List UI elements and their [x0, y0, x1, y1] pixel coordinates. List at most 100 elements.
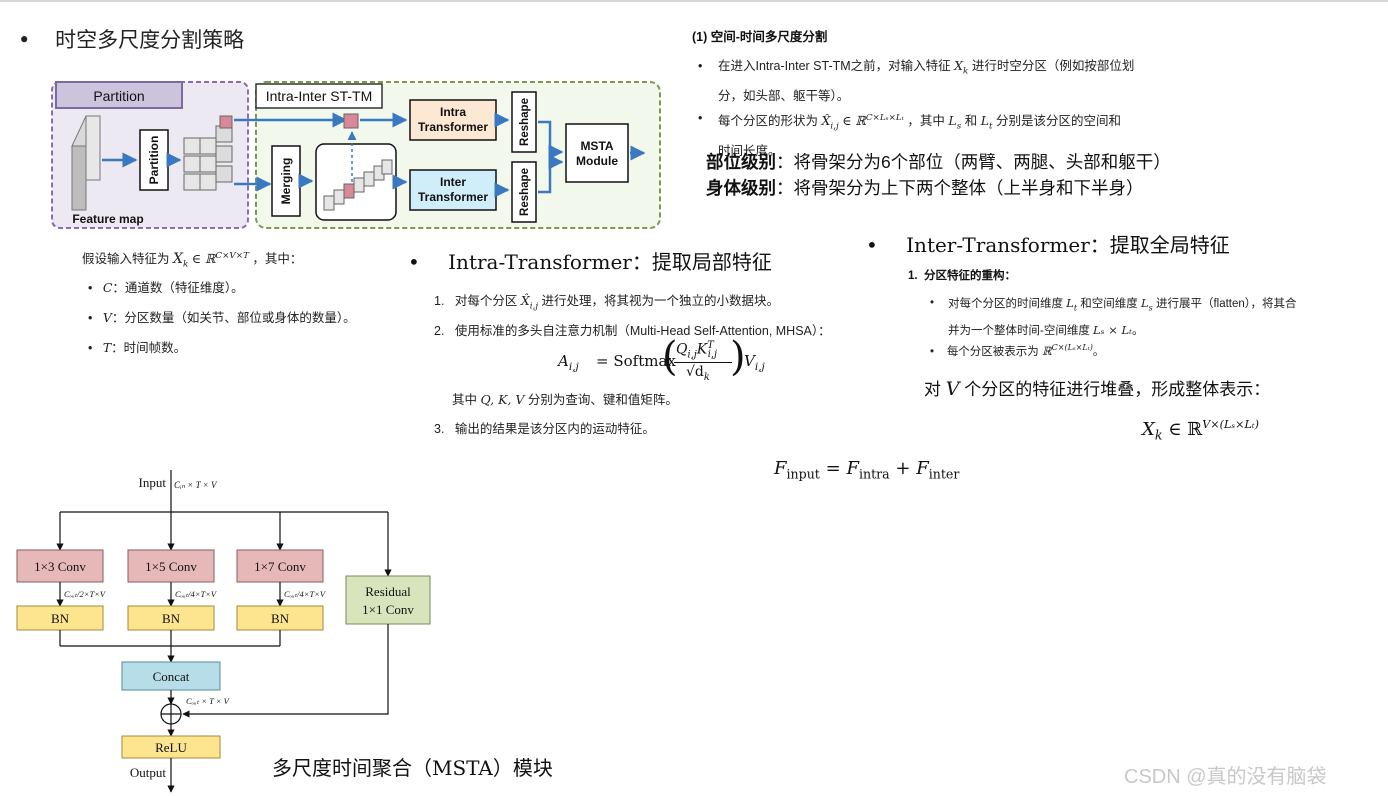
math-in-r: ∈ ℝ: [842, 113, 866, 129]
arrow: [538, 120, 564, 160]
arrow: [538, 154, 564, 194]
math-sub: i,j: [830, 121, 839, 132]
step-number: 1.: [434, 294, 445, 308]
inter-transformer-box: [409, 169, 497, 211]
dimension-list: • C：通道数（特征维度）。 • V：分区数量（如关节、部位或身体的数量）。 •…: [88, 273, 356, 363]
concat-dim: Cₒᵤₜ × T × V: [186, 696, 231, 706]
spatiotemporal-heading: (1) 空间-时间多尺度分割: [692, 30, 828, 44]
formula-softmax: = Softmax: [596, 352, 676, 370]
partition-architecture-diagram: Partition Intra-Inter ST-TM Feature map …: [51, 81, 661, 229]
paren-right: ): [730, 334, 746, 380]
intra-transformer-title: • Intra-Transformer：提取局部特征: [408, 246, 772, 275]
top-right-bullet-2: • 每个分区的形状为 X̂i,j ∈ ℝC×Lₛ×Lₜ ，其中 Ls 和 Lt …: [698, 106, 1198, 163]
math-sub: s: [956, 121, 962, 132]
math-l: L: [948, 113, 957, 129]
math-sub: i,j: [687, 349, 697, 361]
text: 对: [924, 380, 941, 399]
math-symbol: T: [102, 340, 112, 355]
text: 在进入Intra-Inter ST-TM之前，对输入特征: [718, 59, 951, 73]
math-sub: t: [989, 121, 993, 132]
merging-box: [271, 145, 301, 217]
dimension-text: ：时间帧数。: [111, 341, 187, 355]
bn-box-3: [236, 605, 324, 631]
text: 进行处理，将其视为一个独立的小数据块。: [541, 294, 780, 308]
text: 输出的结果是该分区内的运动特征。: [454, 422, 655, 436]
math-eq: =: [825, 458, 841, 479]
level-text: ：将骨架分为6个部位（两臂、两腿、头部和躯干）: [776, 152, 1171, 172]
text: 个分区的特征进行堆叠，形成整体表示：: [964, 380, 1271, 399]
inter-transformer-title: • Inter-Transformer：提取全局特征: [866, 229, 1230, 258]
level-descriptions: 部位级别：将骨架分为6个部位（两臂、两腿、头部和躯干） 身体级别：将骨架分为上下…: [706, 149, 1171, 201]
math-xhat: X̂: [520, 293, 530, 308]
math-qkv: Q, K, V: [480, 392, 525, 407]
partition-box-label: Partition: [147, 136, 161, 185]
fraction-bar: [674, 362, 732, 363]
dimension-item-t: • T：时间帧数。: [88, 333, 356, 363]
math-sup: V×(Lₛ×Lₜ): [1202, 418, 1260, 431]
formula-lhs: Ai,j: [558, 352, 579, 373]
math-v: V: [744, 352, 755, 370]
partition-box: [139, 129, 169, 191]
attention-formula: Ai,j = Softmax ( Qi,jKTi,j √dk ) Vi,j: [558, 334, 778, 388]
concat-label: Concat: [153, 669, 190, 684]
text: 。: [1092, 345, 1105, 358]
intra-inter-label: Intra-Inter ST-TM: [266, 88, 373, 104]
conv-1x3-label: 1×3 Conv: [34, 559, 86, 574]
conv-1x7-label: 1×7 Conv: [254, 559, 306, 574]
partition-label: Partition: [93, 88, 144, 104]
step-number: 2.: [434, 324, 445, 338]
math-sub: i,j: [568, 361, 579, 373]
bullet: •: [930, 345, 935, 358]
intra-where: 其中 Q, K, V 分别为查询、键和值矩阵。: [452, 389, 678, 408]
math-l: L: [980, 113, 989, 129]
conv-1x7-box: [236, 549, 324, 583]
title-text: Intra-Transformer：提取局部特征: [448, 250, 772, 274]
formula-numerator: Qi,jKTi,j: [676, 340, 717, 360]
math-sup: T: [707, 340, 714, 351]
residual-conv-box: [345, 575, 431, 625]
math-sub: inter: [928, 466, 960, 482]
text: 每个分区被表示为: [946, 345, 1039, 358]
reshape-box-top: [511, 91, 537, 153]
math-r: ℝ: [1042, 343, 1052, 358]
paren-left: (: [662, 334, 678, 380]
bn-label-3: BN: [271, 611, 290, 626]
math-sub: k: [703, 371, 710, 383]
bullet: •: [408, 250, 420, 274]
top-border: [0, 0, 1388, 2]
text: ，其中: [907, 114, 945, 129]
text: 进行展平（flatten），将其合: [1155, 298, 1297, 310]
feature-fusion-formula: Finput = Fintra + Finter: [774, 458, 959, 482]
bullet: •: [88, 311, 93, 325]
formula-v: Vi,j: [744, 352, 765, 373]
math-in-r: ∈ ℝ: [1168, 419, 1203, 440]
relu-label: ReLU: [155, 740, 187, 755]
math-sub: i,j: [707, 349, 718, 361]
math-f: F: [774, 458, 787, 479]
text: 和空间维度: [1080, 298, 1138, 310]
math-sub: s: [1148, 303, 1153, 313]
intra-step-1: 1. 对每个分区 X̂i,j 进行处理，将其视为一个独立的小数据块。: [434, 290, 779, 312]
bn-label-2: BN: [162, 611, 181, 626]
text: 使用标准的多头自注意力机制（Multi-Head Self-Attention,…: [454, 324, 831, 338]
math-sqrt-d: √d: [686, 364, 704, 380]
step-number: 3.: [434, 422, 445, 436]
math-f: F: [846, 458, 859, 479]
inter-bullet-2: • 每个分区被表示为 ℝC×(Lₛ×Lₜ)。: [930, 337, 1104, 363]
bullet: •: [18, 28, 31, 52]
section-title-main: • 时空多尺度分割策略: [18, 24, 244, 54]
text: 对每个分区的时间维度: [948, 298, 1063, 310]
bullet: •: [930, 297, 935, 309]
text: ，其中：: [252, 252, 303, 266]
dimension-text: ：分区数量（如关节、部位或身体的数量）。: [111, 311, 356, 325]
stacked-representation-formula: Xk ∈ ℝV×(Lₛ×Lₜ): [1142, 418, 1259, 443]
subtitle-text: 分区特征的重构：: [923, 270, 1016, 282]
inter-bullet-1: • 对每个分区的时间维度 Lt 和空间维度 Ls 进行展平（flatten），将…: [930, 292, 1330, 342]
intra-inter-label-box: [255, 83, 383, 109]
math-sub: intra: [858, 466, 890, 482]
math-ls-lt: Lₛ × Lₜ: [1093, 323, 1132, 338]
step-number: 1.: [908, 270, 918, 282]
residual-to-add-arrow: [182, 624, 389, 718]
text: 时间长度。: [718, 143, 781, 158]
intra-transformer-label-1: Intra: [440, 105, 466, 119]
